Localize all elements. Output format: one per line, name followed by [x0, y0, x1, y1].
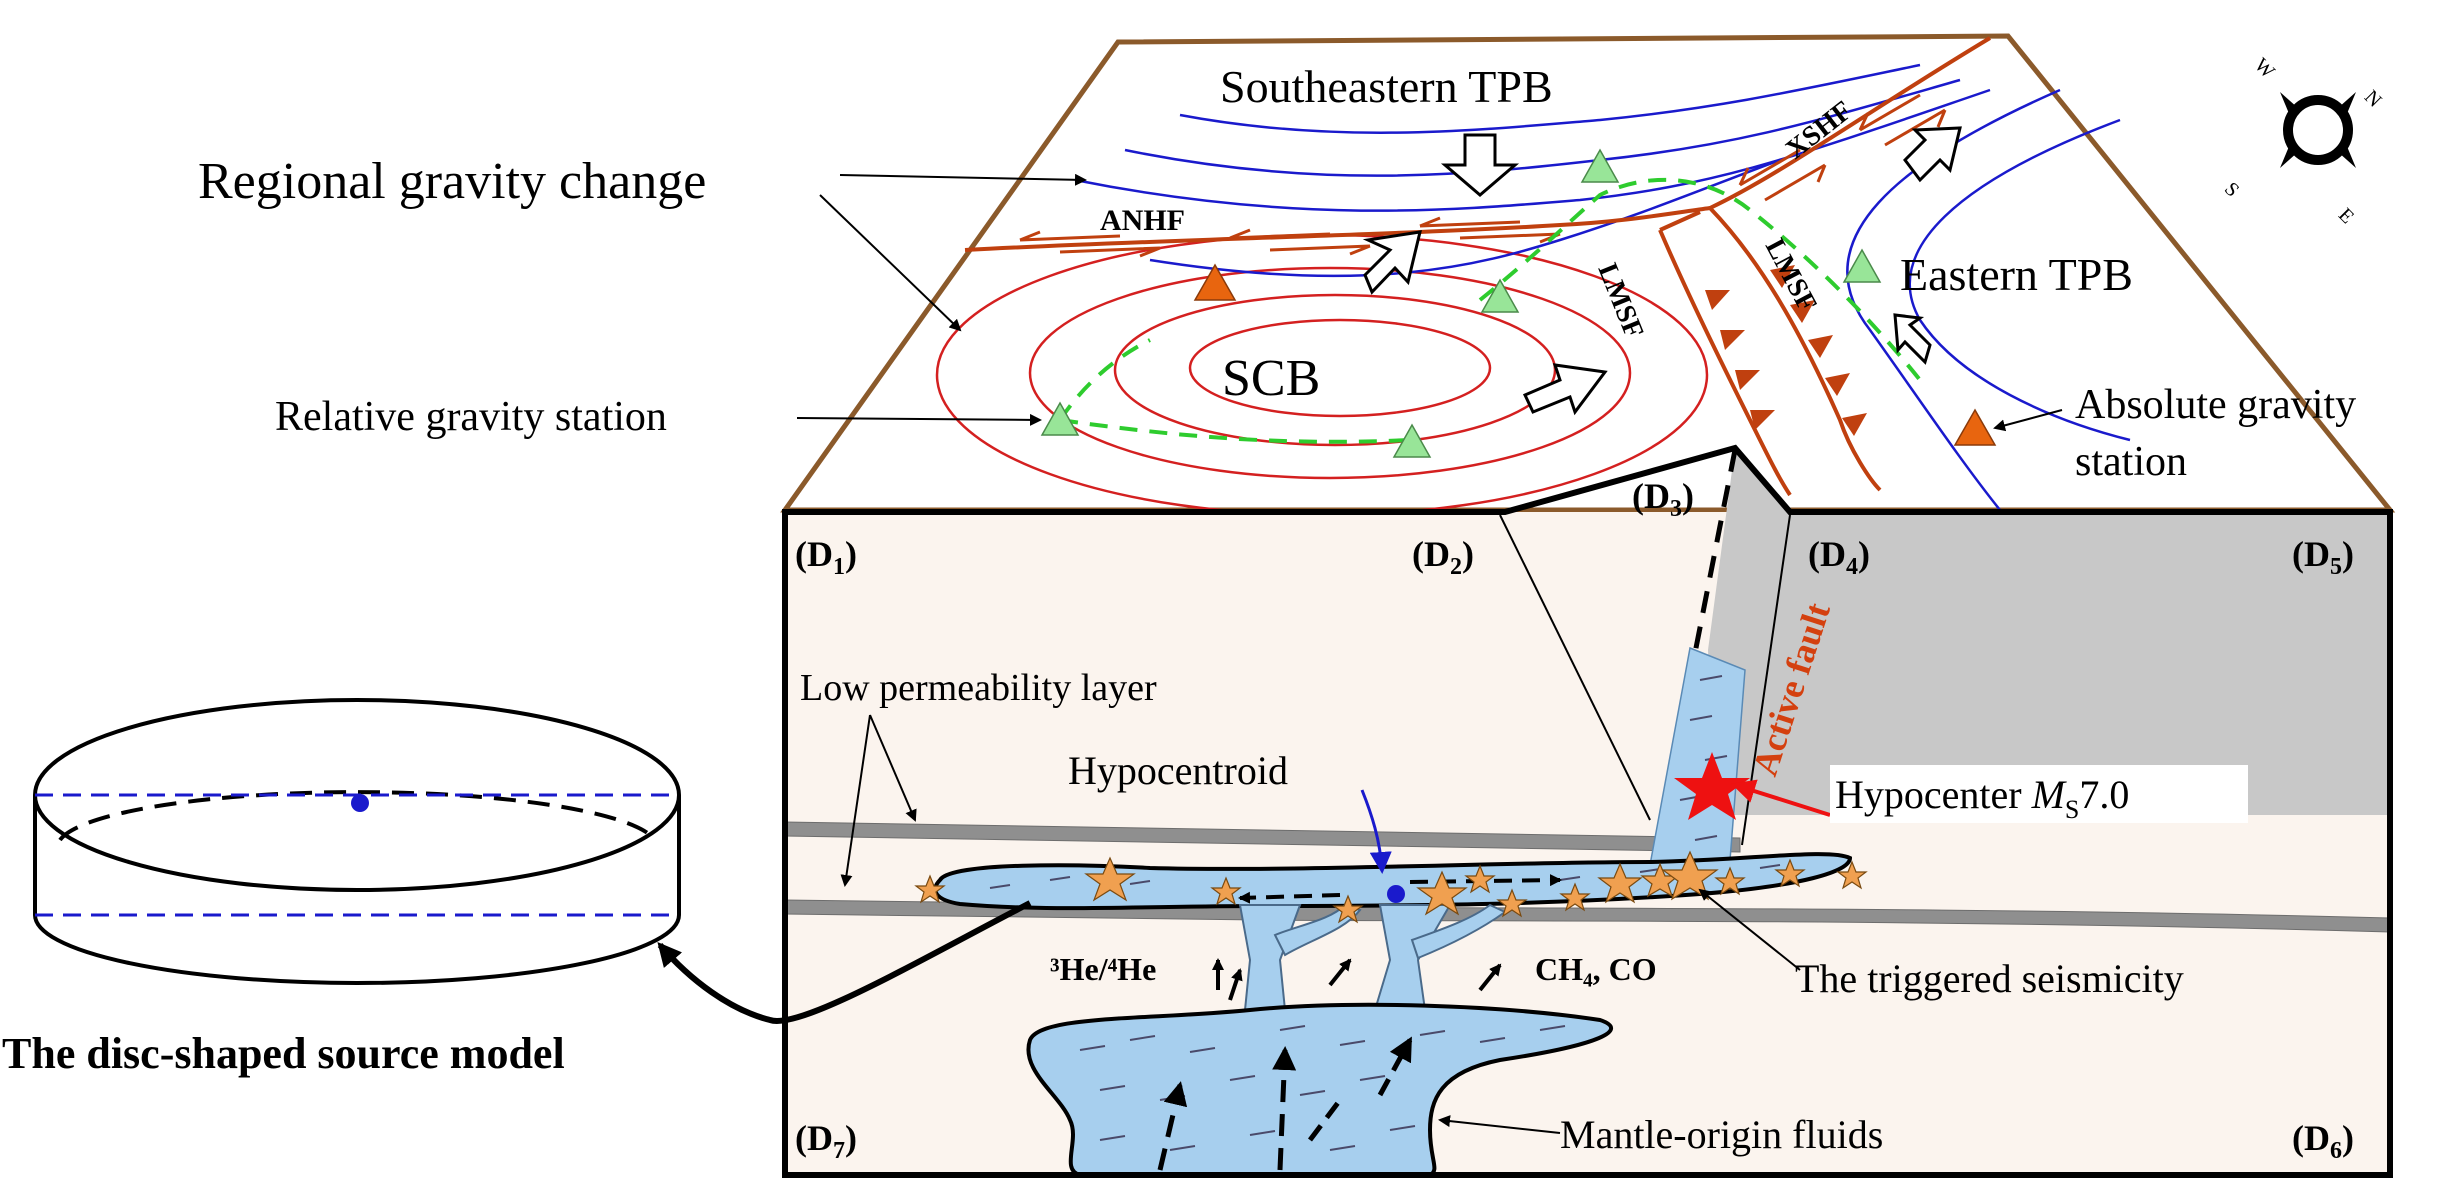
fault-label-anhf: ANHF [1100, 204, 1185, 237]
compass-s: S [2220, 178, 2243, 201]
section-frame [782, 444, 2393, 1178]
corner-d4: (D4) [1808, 534, 1870, 580]
southeastern-gravity-contours [1074, 63, 1991, 278]
mantle-fluid-body [1026, 1002, 1614, 1177]
label-low-permeability-layer: Low permeability layer [800, 667, 1157, 709]
hypocenter-star-icon [1674, 752, 1750, 820]
region-scb: SCB [1222, 350, 1320, 407]
top-surface: Southeastern TPB Eastern TPB SCB ANHF XS… [780, 33, 2396, 517]
triggered-label-bg [1790, 955, 2330, 1005]
disc-link-arrow [657, 900, 1032, 1024]
fluid-migration-arrows [1157, 958, 1502, 1171]
compass-n: N [2360, 86, 2386, 112]
label-he-ratio: ³He/⁴He [1050, 951, 1156, 987]
label-ch4-co: CH₄, CO [1535, 951, 1657, 987]
relative-gravity-stations [1040, 148, 1882, 458]
compass-w: W [2250, 54, 2279, 83]
corner-d3: (D3) [1632, 476, 1694, 522]
corner-d6: (D6) [2292, 1118, 2354, 1164]
leader-lines [796, 173, 2063, 1134]
label-regional-gravity-change: Regional gravity change [198, 153, 706, 210]
hypocenter-m: M [2031, 772, 2068, 817]
label-hypocenter: Hypocenter MS7.0 [1835, 772, 2129, 824]
label-disc-model: The disc-shaped source model [2, 1029, 565, 1078]
lateral-migration-arrows [1238, 874, 1562, 904]
label-triggered-seismicity: The triggered seismicity [1795, 956, 2184, 1001]
corner-d1: (D1) [795, 534, 857, 580]
corner-d5: (D5) [2292, 534, 2354, 580]
corner-d2: (D2) [1412, 534, 1474, 580]
region-eastern-tpb: Eastern TPB [1900, 249, 2133, 300]
disc-hidden-edge [58, 790, 657, 842]
fault-lines [964, 36, 1992, 497]
block-motion-arrows [1362, 126, 1962, 416]
triggered-seismicity-stars [914, 850, 1868, 924]
compass-e: E [2334, 204, 2358, 228]
absolute-gravity-stations [1193, 263, 1997, 446]
hypocentroid-dot [1387, 885, 1405, 903]
hypocenter-label-bg [1830, 765, 2248, 823]
corner-d7: (D7) [795, 1118, 857, 1164]
disc-center-dot [351, 794, 369, 812]
hypocenter-sub: S [2065, 795, 2079, 824]
uplifted-block [1708, 448, 2390, 815]
disc-source-model: The disc-shaped source model [2, 698, 1032, 1078]
hypocenter-arrow [1731, 779, 1831, 817]
label-relative-gravity-station: Relative gravity station [275, 394, 667, 440]
hypocenter-value: 7.0 [2079, 772, 2129, 817]
hypocenter-prefix: Hypocenter [1835, 772, 2032, 817]
thrust-teeth [1705, 265, 1867, 436]
region-southeastern-tpb: Southeastern TPB [1220, 61, 1553, 112]
profile-line [1058, 177, 1922, 444]
label-hypocentroid: Hypocentroid [1068, 748, 1288, 793]
label-mantle-fluids: Mantle-origin fluids [1560, 1112, 1883, 1157]
cross-section: Low permeability layer Hypocentroid Hypo… [782, 173, 2393, 1178]
label-absolute-gravity-station-1: Absolute gravity [2075, 382, 2356, 428]
label-absolute-gravity-station-2: station [2075, 439, 2187, 485]
compass-icon: W N S E [2220, 54, 2386, 228]
hypocentroid-arrow [1360, 789, 1392, 874]
